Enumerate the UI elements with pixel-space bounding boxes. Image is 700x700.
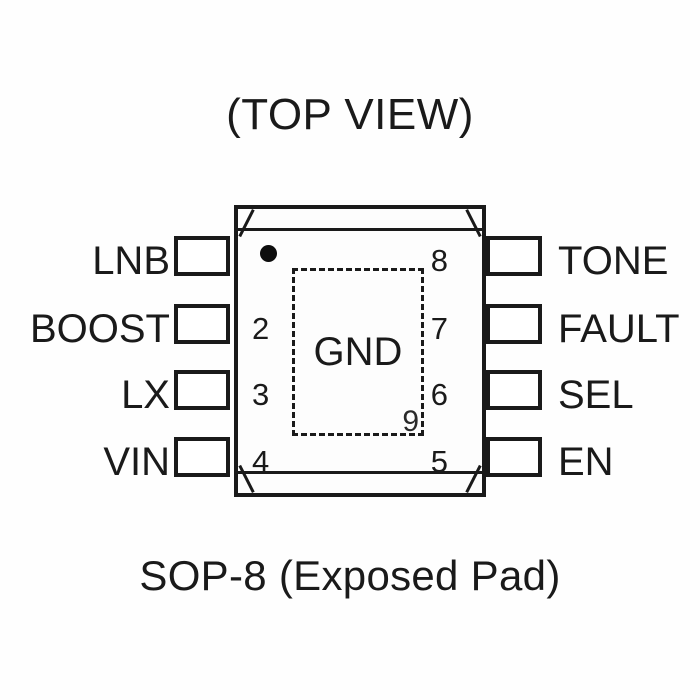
pin-number-2: 2 bbox=[252, 311, 270, 346]
pin-number-4: 4 bbox=[252, 444, 270, 479]
lead-boost bbox=[174, 304, 230, 344]
pin-label-boost: BOOST bbox=[29, 307, 170, 351]
package-body bbox=[234, 205, 486, 497]
pin-number-8: 8 bbox=[430, 243, 448, 278]
pin-number-3: 3 bbox=[252, 377, 270, 412]
exposed-pad: GND 9 bbox=[292, 268, 424, 438]
lead-tone bbox=[486, 236, 542, 276]
lead-fault bbox=[486, 304, 542, 344]
exposed-pad-number: 9 bbox=[402, 405, 419, 438]
lead-vin bbox=[174, 437, 230, 477]
pin-number-5: 5 bbox=[430, 444, 448, 479]
package-bevel-bottom bbox=[238, 471, 482, 493]
pin-label-lnb: LNB bbox=[92, 239, 170, 283]
diagram-title: (TOP VIEW) bbox=[226, 90, 474, 139]
lead-sel bbox=[486, 370, 542, 410]
lead-lnb bbox=[174, 236, 230, 276]
diagram-caption: SOP-8 (Exposed Pad) bbox=[139, 552, 561, 599]
pin-label-en: EN bbox=[558, 440, 614, 484]
pin-label-lx: LX bbox=[121, 373, 170, 417]
lead-lx bbox=[174, 370, 230, 410]
pin-label-sel: SEL bbox=[558, 373, 634, 417]
pin-label-vin: VIN bbox=[103, 440, 170, 484]
pin-number-7: 7 bbox=[430, 311, 448, 346]
exposed-pad-label: GND bbox=[313, 330, 403, 374]
pin-1-marker-dot bbox=[260, 245, 277, 262]
package-bevel-top bbox=[238, 209, 482, 231]
lead-en bbox=[486, 437, 542, 477]
pin-number-6: 6 bbox=[430, 377, 448, 412]
pin-label-tone: TONE bbox=[558, 239, 669, 283]
pin-label-fault: FAULT bbox=[558, 307, 680, 351]
